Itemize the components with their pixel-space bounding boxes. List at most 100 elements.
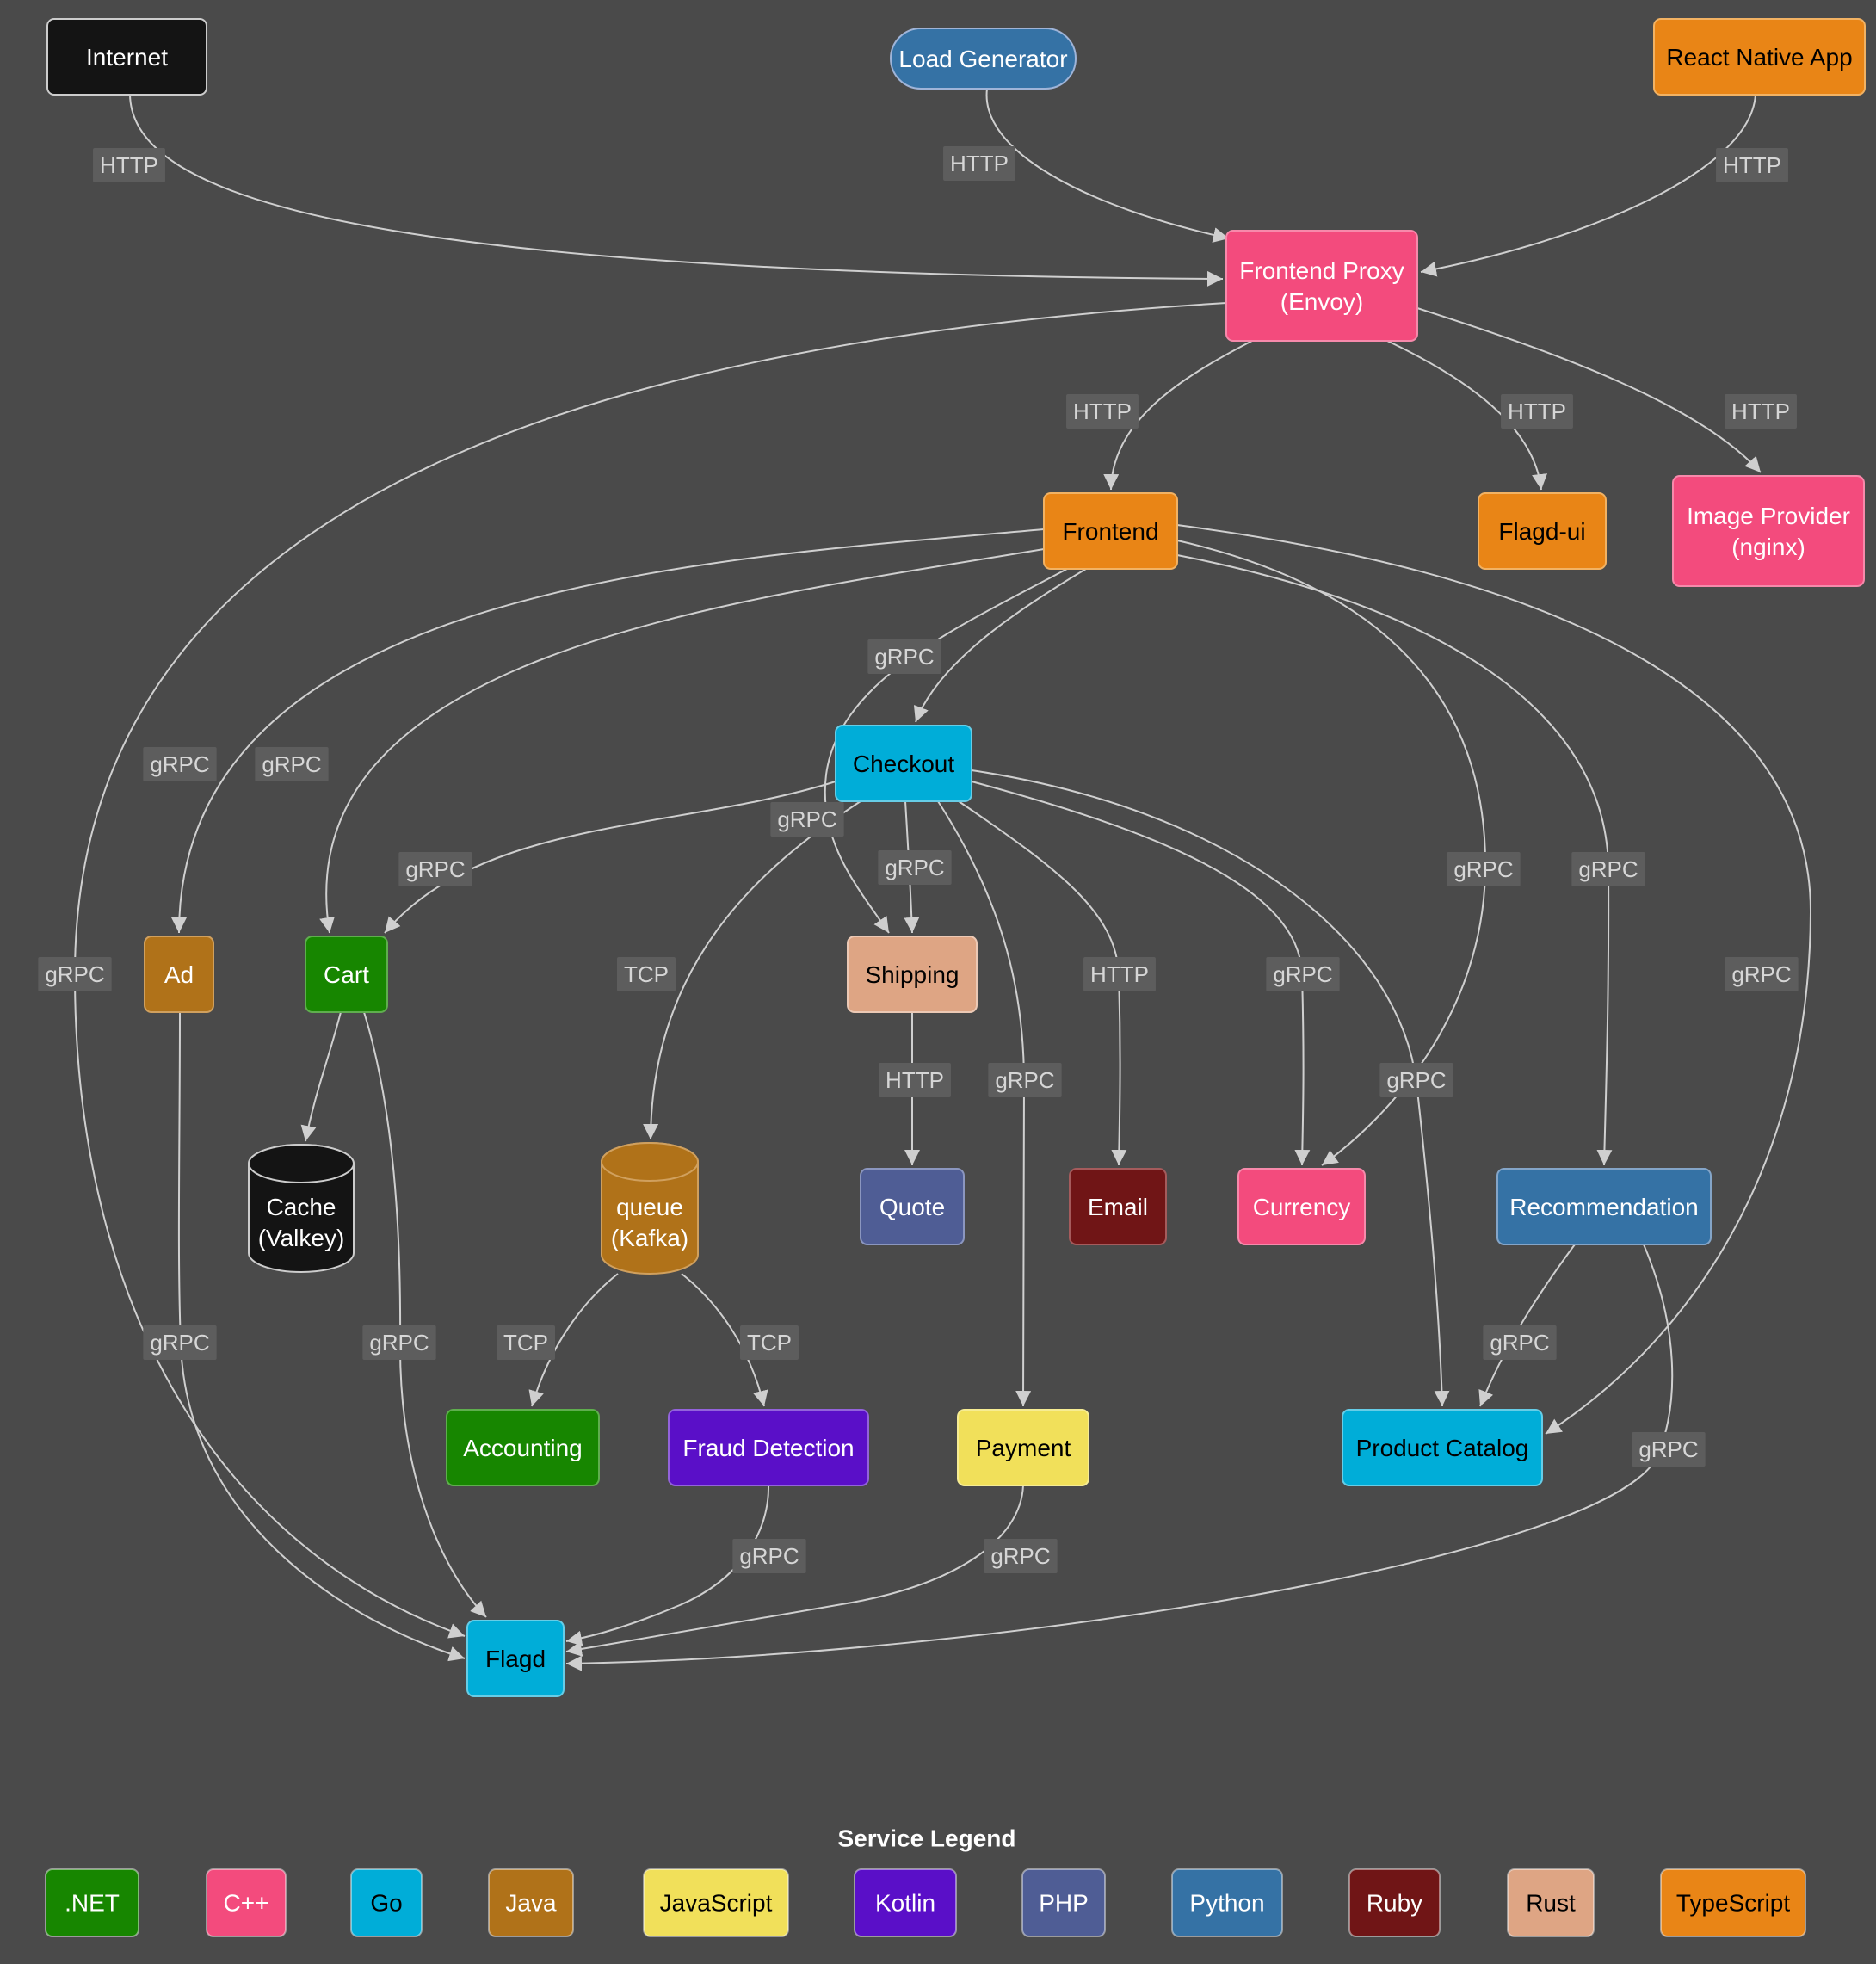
edge-label-background xyxy=(398,852,472,886)
legend-label-c: C++ xyxy=(224,1890,269,1917)
shipping-box xyxy=(847,936,978,1013)
legend-item-python: Python xyxy=(1171,1868,1283,1937)
edge-internet-to-frontend-proxy xyxy=(129,94,1224,287)
edge-frontend-to-ad xyxy=(171,528,1045,934)
node-react-native-app: React Native App xyxy=(1653,18,1866,96)
ad-box xyxy=(144,936,214,1013)
node-ad: Ad xyxy=(144,936,214,1013)
edge-label-background xyxy=(1725,957,1799,991)
payment-box xyxy=(957,1409,1089,1486)
edge-label-react-native-app-to-frontend-proxy: HTTP xyxy=(1723,152,1781,178)
legend-item-java: Java xyxy=(488,1868,574,1937)
edge-label-checkout-to-currency: gRPC xyxy=(1273,961,1332,987)
edge-label-recommendation-to-flagd: gRPC xyxy=(1638,1436,1698,1462)
edge-label-checkout-to-shipping: gRPC xyxy=(885,855,944,880)
edge-label-background xyxy=(1716,148,1788,182)
node-label-payment: Payment xyxy=(976,1435,1071,1461)
node-flagd: Flagd xyxy=(466,1620,565,1697)
flagd-box xyxy=(466,1620,565,1697)
edge-label-background xyxy=(732,1539,806,1573)
node-label-line: Checkout xyxy=(853,750,955,777)
accounting-box xyxy=(446,1409,600,1486)
edge-recommendation-to-product-catalog xyxy=(1478,1244,1576,1407)
node-checkout: Checkout xyxy=(835,725,972,802)
edge-label-internet-to-frontend-proxy: HTTP xyxy=(100,152,158,178)
edge-label-checkout-to-payment: gRPC xyxy=(995,1067,1054,1093)
node-label-shipping: Shipping xyxy=(866,961,960,988)
email-box xyxy=(1069,1168,1167,1245)
node-label-line: Cache xyxy=(267,1194,336,1220)
edge-label-background xyxy=(740,1325,799,1360)
edge-label-background xyxy=(1571,852,1645,886)
node-label-line: Flagd-ui xyxy=(1498,518,1585,545)
edge-queue-to-fraud-detection xyxy=(681,1273,768,1407)
node-label-line: Frontend Proxy xyxy=(1239,257,1404,284)
legend-swatch-typescript xyxy=(1660,1868,1806,1937)
edge-label-frontend-to-product-catalog: gRPC xyxy=(1731,961,1791,987)
edge-frontend-proxy-to-flagd-ui xyxy=(1386,340,1547,491)
node-label-line: Accounting xyxy=(463,1435,583,1461)
edge-label-ad-to-flagd: gRPC xyxy=(150,1330,209,1356)
load-generator-box xyxy=(890,28,1077,90)
node-label-react-native-app: React Native App xyxy=(1666,44,1852,71)
edge-cart-to-cache xyxy=(300,1011,342,1142)
node-label-internet: Internet xyxy=(86,44,168,71)
edge-label-frontend-to-checkout: gRPC xyxy=(874,644,934,670)
legend-swatch-go xyxy=(350,1868,423,1937)
edge-label-background xyxy=(988,1063,1062,1097)
edge-label-frontend-to-currency: gRPC xyxy=(1453,856,1513,882)
node-label-line: Internet xyxy=(86,44,168,71)
edge-label-background xyxy=(38,957,112,991)
node-label-line: Flagd xyxy=(485,1646,546,1672)
edge-label-background xyxy=(1447,852,1521,886)
edge-label-background xyxy=(497,1325,555,1360)
edge-label-background xyxy=(93,148,165,182)
node-fraud-detection: Fraud Detection xyxy=(668,1409,869,1486)
node-label-line: queue xyxy=(616,1194,683,1220)
cache-cylinder-lid xyxy=(248,1144,355,1183)
node-label-line: Payment xyxy=(976,1435,1071,1461)
node-label-flagd: Flagd xyxy=(485,1646,546,1672)
edge-label-background xyxy=(143,1325,217,1360)
node-label-quote: Quote xyxy=(879,1194,945,1220)
edge-label-background xyxy=(943,146,1015,181)
edge-label-frontend-to-ad: gRPC xyxy=(150,751,209,777)
edge-frontend-to-checkout xyxy=(913,568,1087,723)
edge-label-queue-to-accounting: TCP xyxy=(503,1330,548,1356)
edge-label-background xyxy=(879,1063,951,1097)
legend-item-net: .NET xyxy=(45,1868,139,1937)
node-label-queue: queue (Kafka) xyxy=(611,1194,688,1251)
edge-checkout-to-cart xyxy=(384,781,836,934)
legend-swatch-net xyxy=(45,1868,139,1937)
node-label-line: Frontend xyxy=(1062,518,1158,545)
node-label-frontend-proxy: Frontend Proxy(Envoy) xyxy=(1239,257,1404,315)
legend-label-php: PHP xyxy=(1039,1890,1089,1917)
node-label-line: Currency xyxy=(1253,1194,1351,1220)
node-label-line: Recommendation xyxy=(1509,1194,1698,1220)
node-label-line: (Kafka) xyxy=(611,1225,688,1251)
legend-item-php: PHP xyxy=(1021,1868,1106,1937)
edge-react-native-app-to-frontend-proxy xyxy=(1420,94,1756,277)
edge-checkout-to-product-catalog xyxy=(971,769,1450,1407)
fraud-detection-box xyxy=(668,1409,869,1486)
edge-label-background xyxy=(1266,957,1340,991)
edge-label-shipping-to-quote: HTTP xyxy=(886,1067,944,1093)
edge-label-background xyxy=(878,850,952,885)
legend-label-rust: Rust xyxy=(1526,1890,1576,1917)
node-frontend: Frontend xyxy=(1043,492,1178,570)
legend-item-rust: Rust xyxy=(1507,1868,1595,1937)
edge-frontend-proxy-to-flagd xyxy=(73,302,1227,1639)
edge-payment-to-flagd xyxy=(565,1485,1024,1657)
legend-swatch-java xyxy=(488,1868,574,1937)
edge-label-checkout-to-product-catalog: gRPC xyxy=(1386,1067,1446,1093)
edge-frontend-to-product-catalog xyxy=(1176,524,1812,1435)
node-recommendation: Recommendation xyxy=(1496,1168,1712,1245)
edge-label-background xyxy=(770,802,844,837)
frontend-box xyxy=(1043,492,1178,570)
edge-label-background xyxy=(617,957,676,991)
legend-item-kotlin: Kotlin xyxy=(854,1868,957,1937)
edge-checkout-to-currency xyxy=(971,781,1311,1166)
node-shipping: Shipping xyxy=(847,936,978,1013)
